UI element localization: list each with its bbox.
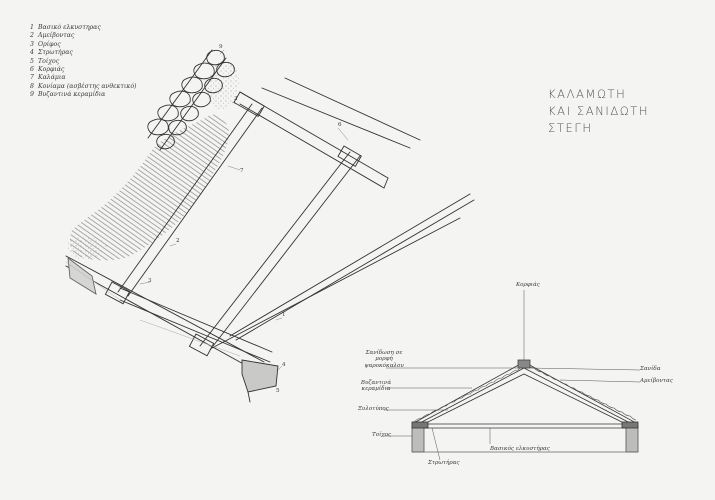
section-label-left1: Σανίδωση σε μορφή ψαροκόκαλου: [364, 350, 404, 369]
legend-item-number: 9: [30, 91, 34, 99]
perspective-roof-sketch: [65, 49, 475, 403]
title-line-1: ΚΑΛΑΜΩΤΗ: [548, 87, 627, 101]
legend-item-number: 7: [30, 74, 34, 82]
legend-item: 9 Βυζαντινά κεραμίδια: [30, 91, 136, 99]
legend-item-text: Αμείβοντας: [38, 32, 75, 40]
marker-6: 6: [338, 122, 342, 128]
rafters: [65, 77, 475, 403]
section-label-bottom-left: Στρωτήρας: [428, 460, 460, 466]
legend-item: 2 Αμείβοντας: [30, 32, 136, 40]
mortar-dots-lower: [67, 236, 108, 261]
byzantine-tiles: [147, 49, 235, 151]
marker-3: 3: [234, 96, 238, 102]
legend-item-text: Τοίχος: [38, 57, 60, 65]
legend-item-text: Κονίαμα (ασβέστης ανθεκτικό): [38, 82, 137, 90]
marker-5: 5: [276, 388, 280, 394]
reed-mortar-fill: [70, 114, 229, 261]
legend-item-number: 4: [30, 49, 34, 57]
title-line-2: ΚΑΙ ΣΑΝΙΔΩΤΗ: [548, 104, 650, 118]
legend-item-number: 3: [30, 40, 34, 48]
section-label-right2: Αμείβοντας: [640, 378, 673, 384]
section-label-bottom-mid: Βασικός ελκυστήρας: [490, 446, 550, 452]
legend-item-text: Ορίφος: [38, 40, 61, 48]
section-label-left3: Ξυλοτύπος: [358, 406, 389, 412]
marker-4: 4: [282, 362, 286, 368]
legend-item-number: 1: [30, 24, 34, 31]
legend-item-number: 8: [30, 82, 34, 90]
legend-item-number: 2: [30, 32, 34, 40]
section-roof-outline: [411, 361, 639, 425]
roof-cross-section: [384, 290, 641, 461]
legend-item-text: Βασικό ελκυστηρας: [38, 24, 101, 31]
section-label-left4: Τοίχος: [372, 432, 392, 438]
title-line-3: ΣΤΕΓΗ: [548, 121, 593, 135]
marker-3b: 3: [148, 278, 152, 284]
marker-1: 1: [282, 312, 286, 318]
legend-item-text: Στρωτήρας: [38, 49, 73, 57]
marker-7: 7: [240, 168, 244, 174]
legend-item: 4 Στρωτήρας: [30, 49, 136, 57]
legend-item-text: Κορφιάς: [38, 66, 65, 74]
legend-item: 1 Βασικό ελκυστηρας: [30, 24, 136, 32]
drawing-title: ΚΑΛΑΜΩΤΗ ΚΑΙ ΣΑΝΙΔΩΤΗ ΣΤΕΓΗ: [548, 86, 649, 137]
legend-item-number: 6: [30, 66, 34, 74]
legend-item-number: 5: [30, 57, 34, 65]
section-label-left2: Βυζαντινά κεραμίδια: [360, 380, 392, 393]
legend-item: 6 Κορφιάς: [30, 66, 136, 74]
legend-item: 7 Καλάμια: [30, 74, 136, 82]
legend-item: 3 Ορίφος: [30, 41, 136, 49]
legend-item-text: Βυζαντινά κεραμίδια: [38, 91, 106, 99]
marker-2: 2: [176, 238, 180, 244]
marker-9: 9: [219, 44, 223, 50]
section-label-kofias: Κορφιάς: [516, 282, 540, 288]
legend-item: 5 Τοίχος: [30, 58, 136, 66]
legend-item-text: Καλάμια: [38, 74, 66, 82]
legend-item: 8 Κονίαμα (ασβέστης ανθεκτικό): [30, 83, 136, 91]
section-label-right1: Σανίδα: [640, 366, 661, 372]
legend-list: 1 Βασικό ελκυστηρας 2 Αμείβοντας 3 Ορίφος 4 Στρ…: [30, 24, 136, 100]
